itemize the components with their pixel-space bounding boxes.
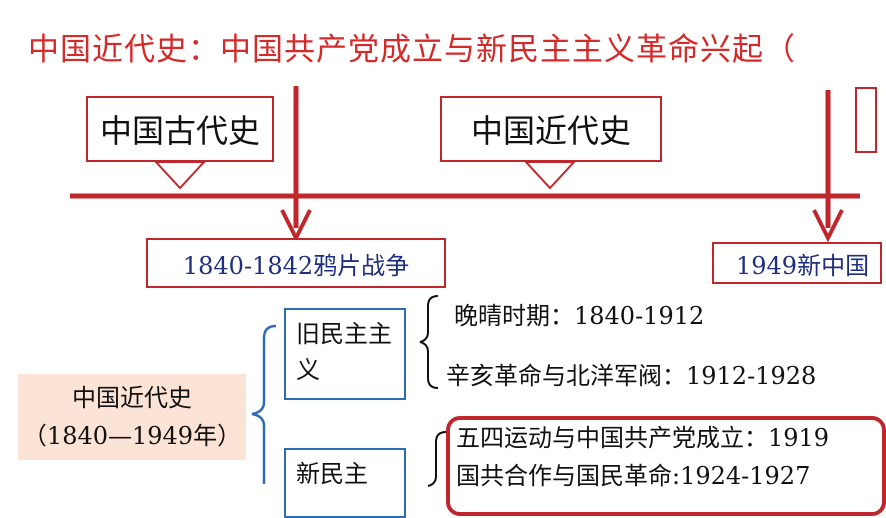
- era-label-modern: 中国近代史: [470, 112, 631, 150]
- era-pointer-modern: [523, 161, 577, 190]
- highlight-frame: [446, 416, 886, 516]
- branch-new-democratic: 新民主: [284, 448, 406, 518]
- page-title: 中国近代史：中国共产党成立与新民主主义革命兴起（: [28, 32, 796, 68]
- period-may-fourth: 五四运动与中国共产党成立：1919: [456, 424, 830, 452]
- era-pointer-ancient: [153, 161, 207, 190]
- root-bracket: [251, 324, 277, 484]
- branch-old-democratic: 旧民主主义: [284, 308, 406, 400]
- era-box-ancient: 中国古代史: [86, 96, 274, 162]
- event-box-opium-war: 1840-1842鸦片战争: [146, 238, 446, 288]
- event-label-prc: 1949新中国: [736, 251, 870, 280]
- event-label-opium-war: 1840-1842鸦片战争: [182, 251, 410, 280]
- period-xinhai-beiyang: 辛亥革命与北洋军阀：1912-1928: [446, 362, 817, 390]
- era-box-modern: 中国近代史: [440, 96, 662, 162]
- arrow-head-prc: [812, 209, 844, 243]
- era-box-partial: [855, 87, 877, 153]
- era-label-ancient: 中国古代史: [99, 112, 260, 150]
- branch-new-label: 新民主: [296, 460, 368, 488]
- root-range: （1840—1949年）: [22, 422, 242, 450]
- event-box-prc: 1949新中国: [712, 242, 882, 284]
- root-label: 中国近代史: [72, 384, 192, 412]
- period-late-qing: 晚晴时期：1840-1912: [454, 302, 705, 330]
- old-branch-bracket: [419, 295, 439, 389]
- timeline-diagram-lines: [70, 86, 877, 487]
- period-kmt-cpc-cooperation: 国共合作与国民革命:1924-1927: [456, 462, 811, 490]
- root-node: 中国近代史 （1840—1949年）: [18, 374, 246, 460]
- branch-old-label: 旧民主主义: [296, 320, 392, 384]
- new-branch-bracket: [427, 431, 447, 487]
